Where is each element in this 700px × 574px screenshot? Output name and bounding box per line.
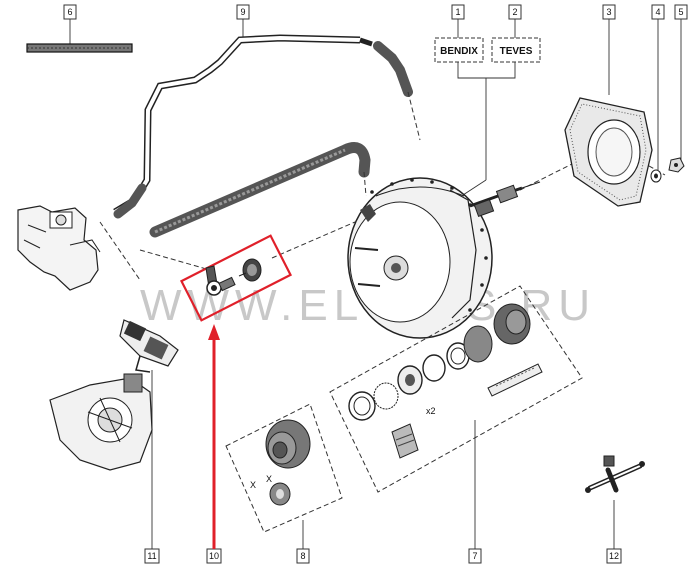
part-12-t-connector[interactable] <box>585 455 645 493</box>
brand-teves: TEVES <box>500 46 533 57</box>
callout-10-label: 10 <box>209 551 219 561</box>
part-7-repair-kit[interactable]: x2 <box>329 285 583 493</box>
callout-9-label: 9 <box>240 7 245 17</box>
part-9-vacuum-pipe[interactable] <box>113 34 413 219</box>
callout-4-label: 4 <box>655 7 660 17</box>
callout-2-label: 2 <box>512 7 517 17</box>
callout-1-label: 1 <box>455 7 460 17</box>
kit-7-grease-packet <box>391 423 419 459</box>
part-4-washer[interactable] <box>650 169 662 183</box>
kit-8-diaphragm <box>265 419 311 469</box>
callout-7[interactable]: 7 <box>468 548 482 564</box>
kit-8-small-seal <box>269 482 291 506</box>
callout-4[interactable]: 4 <box>651 4 665 20</box>
callout-3-label: 3 <box>606 7 611 17</box>
engine-manifold-fragment <box>17 205 101 291</box>
vacuum-pump-body <box>49 373 153 471</box>
callout-8-label: 8 <box>300 551 305 561</box>
callout-6[interactable]: 6 <box>63 4 77 20</box>
brand-bendix: BENDIX <box>440 46 478 57</box>
brake-booster[interactable] <box>347 177 541 339</box>
part-10-indicator-arrow <box>208 324 220 549</box>
callout-10[interactable]: 10 <box>206 548 222 564</box>
part-6-hose-strip[interactable] <box>26 43 133 53</box>
callout-7-label: 7 <box>472 551 477 561</box>
kit-8-x-b: X <box>266 474 272 484</box>
part-10-fitting-highlight[interactable] <box>179 234 293 322</box>
part-3-gasket[interactable] <box>564 97 653 207</box>
kit-7-seals <box>348 303 531 421</box>
callout-5-label: 5 <box>678 7 683 17</box>
callout-8[interactable]: 8 <box>296 548 310 564</box>
part-5-nut[interactable] <box>668 157 685 173</box>
callout-9[interactable]: 9 <box>236 4 250 20</box>
callout-3[interactable]: 3 <box>602 4 616 20</box>
kit-7-qty: x2 <box>426 406 436 416</box>
callout-11[interactable]: 11 <box>144 548 160 564</box>
part-11-check-valve[interactable] <box>119 319 179 373</box>
brand-teves-box: TEVES <box>491 37 541 63</box>
callout-12[interactable]: 12 <box>606 548 622 564</box>
part-8-seal-kit[interactable]: X X <box>225 403 343 533</box>
callout-2[interactable]: 2 <box>508 4 522 20</box>
callout-1[interactable]: 1 <box>451 4 465 20</box>
callout-5[interactable]: 5 <box>674 4 688 20</box>
callout-6-label: 6 <box>67 7 72 17</box>
kit-7-filter-sleeve <box>487 363 543 397</box>
kit-8-x-a: X <box>250 480 256 490</box>
callout-11-label: 11 <box>147 551 156 561</box>
callout-12-label: 12 <box>609 551 619 561</box>
vacuum-hose-long[interactable] <box>149 142 371 238</box>
brand-bendix-box: BENDIX <box>434 37 484 63</box>
